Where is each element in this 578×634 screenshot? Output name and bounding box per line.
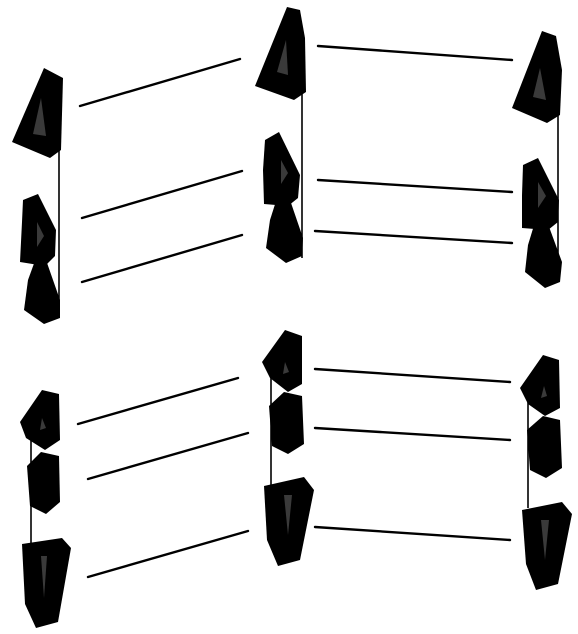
column-top-middle bbox=[255, 7, 306, 263]
link-line bbox=[315, 527, 510, 540]
link-line bbox=[88, 433, 248, 479]
link-line bbox=[315, 231, 512, 243]
link-line bbox=[78, 378, 238, 424]
pentagon-shape bbox=[269, 392, 304, 454]
links-top-left-to-middle bbox=[80, 59, 242, 282]
column-bottom-left bbox=[20, 390, 71, 628]
links-bottom-left-to-middle bbox=[78, 378, 248, 577]
wedge-shape bbox=[522, 502, 572, 590]
links-bottom-middle-to-right bbox=[315, 369, 510, 540]
cup-shape bbox=[20, 194, 56, 266]
top-row bbox=[12, 7, 562, 324]
column-top-right bbox=[512, 31, 562, 288]
link-line bbox=[318, 46, 512, 60]
links-top-middle-to-right bbox=[315, 46, 512, 243]
arrowhead-shape bbox=[20, 390, 60, 450]
arrowhead-shape bbox=[262, 330, 302, 392]
link-line bbox=[88, 531, 248, 577]
column-bottom-right bbox=[520, 355, 572, 590]
link-line bbox=[82, 171, 242, 218]
wedge-shape bbox=[22, 538, 71, 628]
pentagon-shape bbox=[27, 452, 60, 514]
cup-shape bbox=[522, 158, 559, 230]
cup-shape bbox=[263, 132, 300, 206]
drop-shape bbox=[24, 258, 60, 324]
column-bottom-middle bbox=[262, 330, 314, 566]
drop-shape bbox=[525, 222, 562, 288]
triangle-shape bbox=[12, 68, 63, 158]
link-line bbox=[80, 59, 240, 106]
link-line bbox=[315, 428, 510, 440]
drop-shape bbox=[266, 198, 303, 263]
column-top-left bbox=[12, 68, 63, 324]
pentagon-shape bbox=[527, 416, 562, 478]
wedge-shape bbox=[264, 477, 314, 566]
triangle-shape bbox=[512, 31, 562, 123]
arrowhead-shape bbox=[520, 355, 560, 416]
link-line bbox=[318, 180, 512, 192]
triangle-shape bbox=[255, 7, 306, 100]
bottom-row bbox=[20, 330, 572, 628]
link-line bbox=[315, 369, 510, 382]
link-line bbox=[82, 235, 242, 282]
